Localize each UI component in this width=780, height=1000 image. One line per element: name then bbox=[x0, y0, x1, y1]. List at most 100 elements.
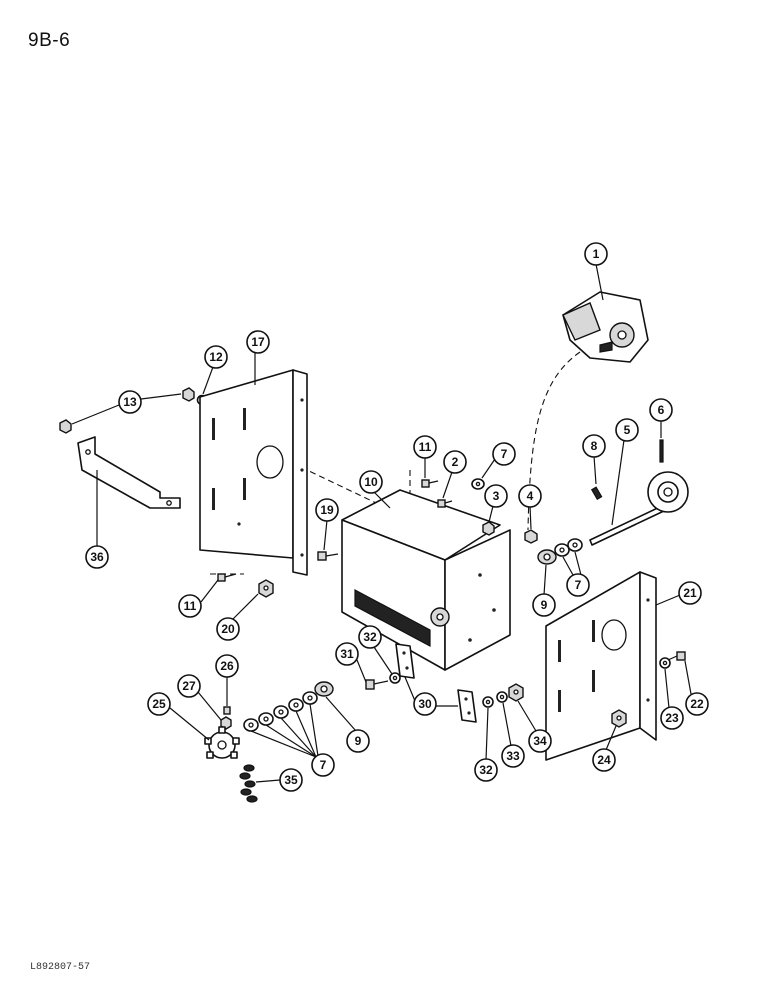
callout-circle bbox=[685, 692, 709, 716]
part-9-bearing-lower bbox=[314, 681, 334, 697]
part-20-nut bbox=[258, 579, 274, 598]
callout-label: 19 bbox=[320, 503, 334, 517]
callout-c35: 35 bbox=[279, 768, 303, 792]
callout-circle bbox=[582, 434, 606, 458]
callout-c9a: 9 bbox=[532, 593, 556, 617]
callout-circle bbox=[147, 692, 171, 716]
part-7-washer-top bbox=[471, 478, 485, 490]
callout-label: 5 bbox=[624, 423, 631, 437]
callout-circle bbox=[358, 625, 382, 649]
callout-c32b: 32 bbox=[474, 758, 498, 782]
part-3-nut bbox=[482, 521, 495, 536]
callout-c27: 27 bbox=[177, 674, 201, 698]
callout-label: 9 bbox=[355, 734, 362, 748]
callout-circle bbox=[592, 748, 616, 772]
part-30-clamp-plate-lower bbox=[457, 689, 477, 723]
part-9-bearing bbox=[537, 549, 557, 565]
part-17-mounting-plate bbox=[199, 369, 308, 576]
callout-c11b: 11 bbox=[178, 594, 202, 618]
callout-c21: 21 bbox=[678, 581, 702, 605]
part-25-sprocket bbox=[204, 726, 240, 759]
callout-c13: 13 bbox=[118, 390, 142, 414]
callout-label: 2 bbox=[452, 455, 459, 469]
callout-label: 1 bbox=[593, 247, 600, 261]
part-32-washer-upper bbox=[389, 672, 401, 684]
callout-c36: 36 bbox=[85, 545, 109, 569]
callout-label: 12 bbox=[209, 350, 223, 364]
callout-label: 13 bbox=[123, 395, 137, 409]
callout-c6: 6 bbox=[649, 398, 673, 422]
callout-circle bbox=[346, 729, 370, 753]
callout-c34: 34 bbox=[528, 729, 552, 753]
callout-circle bbox=[413, 692, 437, 716]
callout-c24: 24 bbox=[592, 748, 616, 772]
callout-label: 10 bbox=[364, 475, 378, 489]
callout-label: 7 bbox=[501, 447, 508, 461]
callout-c17: 17 bbox=[246, 330, 270, 354]
part-23-washer bbox=[659, 657, 671, 669]
callout-label: 32 bbox=[363, 630, 377, 644]
callout-c31: 31 bbox=[335, 642, 359, 666]
callout-circle bbox=[584, 242, 608, 266]
part-4-nut bbox=[524, 529, 538, 544]
callout-c7c: 7 bbox=[311, 753, 335, 777]
callout-label: 11 bbox=[184, 599, 197, 613]
callout-c11a: 11 bbox=[413, 435, 437, 459]
callout-circle bbox=[118, 390, 142, 414]
callout-c12: 12 bbox=[204, 345, 228, 369]
callout-circle bbox=[443, 450, 467, 474]
callout-label: 21 bbox=[683, 586, 697, 600]
part-31-bolt bbox=[365, 679, 389, 690]
page-code: 9B-6 bbox=[28, 30, 71, 51]
callout-c4: 4 bbox=[518, 484, 542, 508]
callout-label: 11 bbox=[419, 440, 432, 454]
callout-c2: 2 bbox=[443, 450, 467, 474]
callout-label: 9 bbox=[541, 598, 548, 612]
callout-circle bbox=[678, 581, 702, 605]
part-22-bolt bbox=[667, 651, 686, 661]
callout-label: 30 bbox=[418, 697, 432, 711]
callout-circle bbox=[532, 593, 556, 617]
part-35-chain bbox=[239, 764, 258, 803]
callout-c33: 33 bbox=[501, 744, 525, 768]
callout-circle bbox=[566, 573, 590, 597]
callout-label: 22 bbox=[690, 697, 704, 711]
part-36-bracket bbox=[77, 436, 181, 509]
part-10-housing bbox=[341, 489, 511, 671]
callout-circle bbox=[649, 398, 673, 422]
callout-circle bbox=[474, 758, 498, 782]
callout-label: 23 bbox=[665, 711, 679, 725]
callout-label: 36 bbox=[90, 550, 104, 564]
callout-label: 26 bbox=[220, 659, 234, 673]
part-5-shaft bbox=[589, 504, 667, 546]
callout-circle bbox=[216, 617, 240, 641]
callout-circle bbox=[413, 435, 437, 459]
leader-lines bbox=[71, 263, 692, 783]
callout-label: 7 bbox=[575, 578, 582, 592]
callout-label: 31 bbox=[340, 647, 354, 661]
part-11-bolt-upper bbox=[421, 479, 439, 488]
part-8-key bbox=[590, 486, 603, 501]
callout-label: 35 bbox=[284, 773, 298, 787]
callout-circle bbox=[615, 418, 639, 442]
callout-circle bbox=[484, 484, 508, 508]
callout-c25: 25 bbox=[147, 692, 171, 716]
part-11-bolt-lower bbox=[217, 573, 237, 582]
callout-label: 3 bbox=[493, 489, 500, 503]
part-1-gear-motor bbox=[562, 291, 649, 363]
part-6-sprocket bbox=[647, 471, 689, 513]
callout-circle bbox=[492, 442, 516, 466]
part-13-nut-left bbox=[59, 419, 72, 434]
figure-code: L892807-57 bbox=[30, 962, 91, 973]
callout-c3: 3 bbox=[484, 484, 508, 508]
part-32-washer-lower bbox=[482, 696, 494, 708]
part-27-nut bbox=[220, 716, 232, 730]
callout-circle bbox=[501, 744, 525, 768]
part-7-washers-lower bbox=[243, 691, 318, 732]
callout-label: 6 bbox=[658, 403, 665, 417]
part-13-nut-right bbox=[182, 387, 195, 402]
callout-label: 32 bbox=[479, 763, 493, 777]
callout-label: 34 bbox=[533, 734, 547, 748]
